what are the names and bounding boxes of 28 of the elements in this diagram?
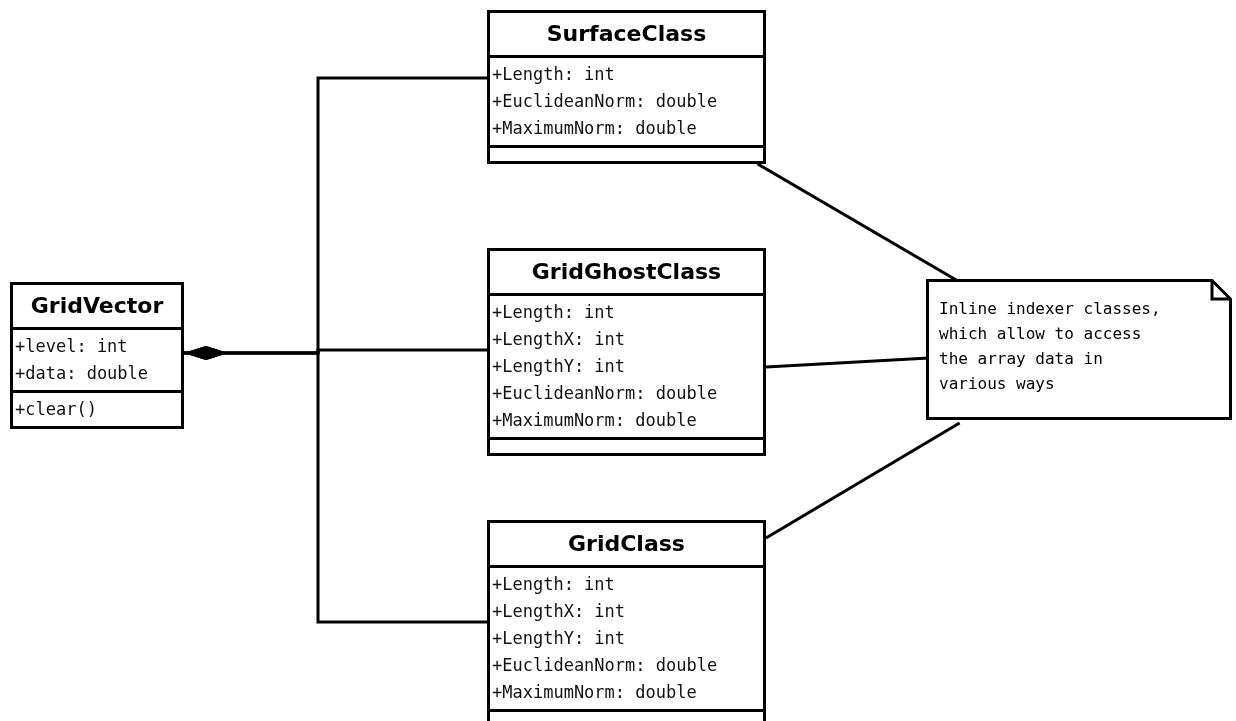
class-box — [487, 248, 766, 456]
attribute: +MaximumNorm: double — [492, 681, 698, 704]
attribute: +Length: int — [492, 301, 616, 324]
attribute: +EuclideanNorm: double — [492, 654, 719, 677]
class-name: GridVector — [29, 293, 165, 318]
note — [929, 282, 1235, 423]
class-box — [487, 10, 766, 164]
attribute: +LengthY: int — [492, 627, 627, 650]
method: +clear() — [15, 398, 98, 421]
attribute: +data: double — [15, 362, 150, 385]
attribute: +EuclideanNorm: double — [492, 90, 719, 113]
attribute: +level: int — [15, 335, 129, 358]
attribute: +EuclideanNorm: double — [492, 382, 719, 405]
attribute: +LengthX: int — [492, 600, 627, 623]
attribute: +Length: int — [492, 63, 616, 86]
class-name: GridGhostClass — [530, 259, 723, 284]
attribute: +MaximumNorm: double — [492, 409, 698, 432]
composition-connector — [184, 346, 487, 624]
attribute: +MaximumNorm: double — [492, 117, 698, 140]
class-name: GridClass — [567, 531, 686, 556]
attribute: +Length: int — [492, 573, 616, 596]
attribute: +LengthY: int — [492, 355, 627, 378]
class-box — [10, 282, 184, 429]
note-text: Inline indexer classes, which allow to access the array data in various ways — [939, 298, 1162, 395]
note-connector — [765, 421, 961, 540]
class-name: SurfaceClass — [545, 21, 708, 46]
class-box — [487, 520, 766, 721]
attribute: +LengthX: int — [492, 328, 627, 351]
